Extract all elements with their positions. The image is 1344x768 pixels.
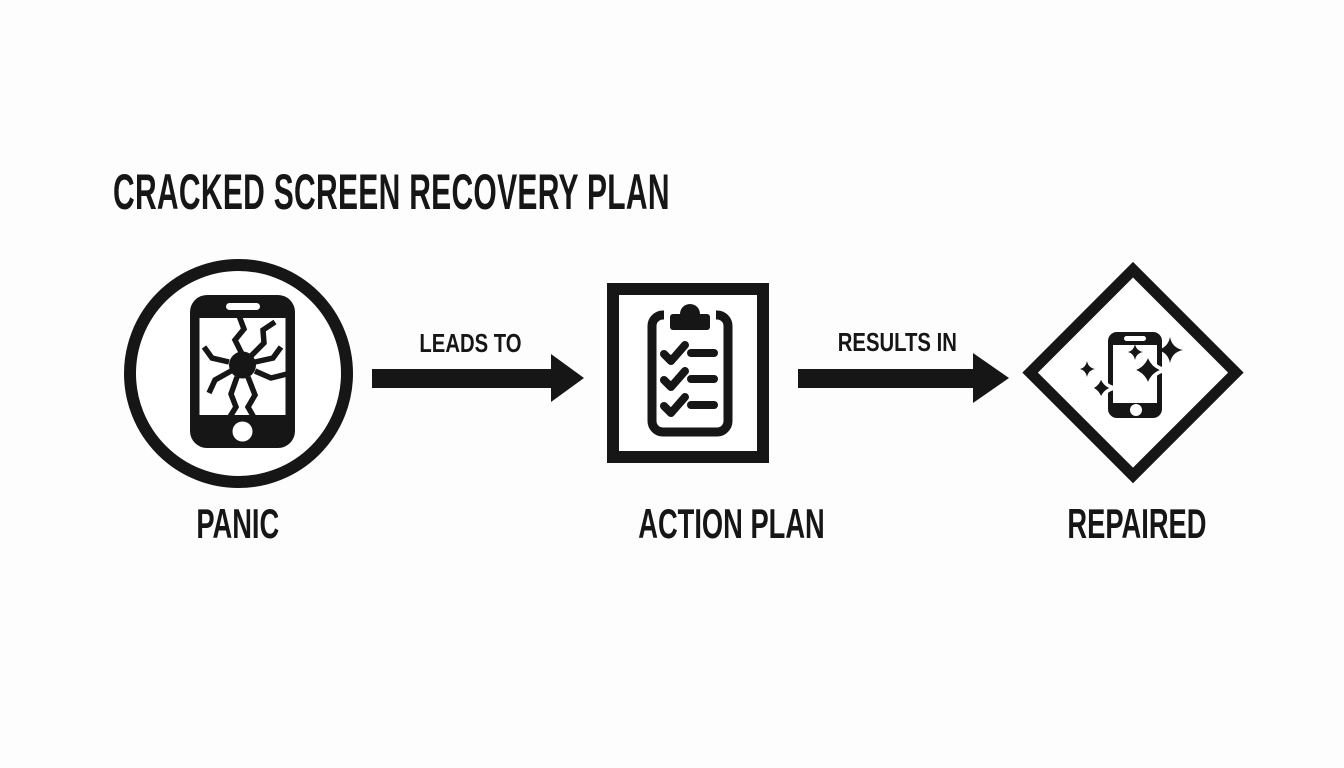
leads-to-text: LEADS TO xyxy=(418,328,522,358)
connector-label-leads-to: LEADS TO xyxy=(370,328,570,359)
repaired-text: REPAIRED xyxy=(1067,500,1207,547)
clip-band xyxy=(670,314,710,330)
panic-text: PANIC xyxy=(196,500,280,547)
node-action-plan xyxy=(607,283,769,463)
checklist-rows xyxy=(660,341,718,417)
page-title: CRACKED SCREEN RECOVERY PLAN xyxy=(113,163,1041,221)
arrow-results-in xyxy=(798,369,973,388)
sparkle-bottom-left xyxy=(1088,373,1116,403)
phone-home-button xyxy=(1130,404,1142,416)
node-label-action-plan: ACTION PLAN xyxy=(588,500,825,548)
sparkling-phone-icon xyxy=(1022,261,1244,484)
arrow-leads-to-head xyxy=(551,354,584,402)
sparkle-small-top xyxy=(1128,344,1143,360)
phone-home-button xyxy=(232,421,253,442)
page-title-text: CRACKED SCREEN RECOVERY PLAN xyxy=(113,164,670,220)
connector-label-results-in: RESULTS IN xyxy=(797,327,997,358)
checklist-clipboard-icon xyxy=(607,283,769,463)
arrow-leads-to xyxy=(372,369,551,388)
arrow-results-in-head xyxy=(973,353,1009,403)
node-label-panic: PANIC xyxy=(138,500,338,548)
phone-speaker xyxy=(226,303,260,310)
node-label-repaired: REPAIRED xyxy=(1030,500,1230,548)
sparkles xyxy=(1080,337,1183,403)
node-repaired xyxy=(1018,258,1248,488)
cracked-phone-icon xyxy=(124,259,353,488)
crack-lines xyxy=(201,312,288,423)
sparkle-large xyxy=(1129,351,1167,389)
sparkle-far-left xyxy=(1080,361,1095,377)
phone-speaker xyxy=(1124,336,1146,341)
action-plan-text: ACTION PLAN xyxy=(638,500,825,547)
node-panic xyxy=(124,259,353,488)
sparkle-top-right xyxy=(1157,337,1183,363)
results-in-text: RESULTS IN xyxy=(837,327,957,357)
